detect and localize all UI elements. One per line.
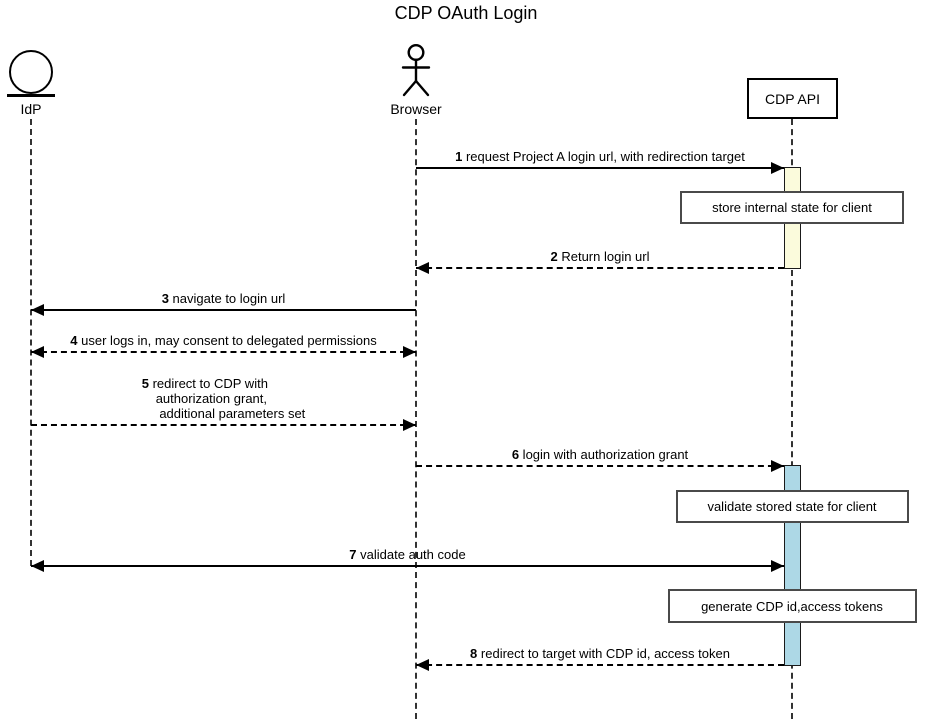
note: generate CDP id,access tokens [667, 589, 917, 623]
message-text: validate auth code [360, 547, 466, 562]
message-number: 7 [349, 547, 357, 562]
participant-label: IdP [20, 101, 42, 117]
message-line [416, 664, 784, 666]
message-line [31, 424, 416, 426]
message-line [31, 565, 784, 567]
message-line [416, 267, 784, 269]
lifeline-browser [415, 119, 417, 719]
arrowhead-right [403, 419, 416, 431]
participant-box-label: CDP API [765, 90, 820, 107]
message-label-line: authorization grant, [155, 391, 267, 406]
message-line [31, 309, 416, 311]
message-label-line: additional parameters set [155, 406, 306, 421]
message-label: 4 user logs in, may consent to delegated… [70, 333, 376, 348]
entity-icon [9, 50, 53, 94]
participant-label: Browser [390, 101, 442, 117]
arrowhead-right [771, 162, 784, 174]
arrowhead-left [31, 346, 44, 358]
diagram-title: CDP OAuth Login [394, 3, 538, 23]
message-text: login with authorization grant [522, 447, 689, 462]
participant-box: CDP API [747, 78, 838, 119]
arrowhead-right [771, 560, 784, 572]
message-number: 1 [455, 149, 463, 164]
message-label: 3 navigate to login url [162, 291, 286, 306]
message-label-line: redirect to CDP with [152, 376, 268, 391]
lifeline-cdp [791, 119, 793, 719]
message-label: 8 redirect to target with CDP id, access… [470, 646, 730, 661]
actor-icon [400, 43, 432, 98]
note: validate stored state for client [675, 490, 909, 523]
arrowhead-right [403, 346, 416, 358]
message-text: redirect to target with CDP id, access t… [480, 646, 730, 661]
message-number: 6 [511, 447, 520, 462]
message-line [416, 465, 784, 467]
message-label: 1 request Project A login url, with redi… [455, 149, 745, 164]
note-label: store internal state for client [712, 200, 872, 215]
message-number: 3 [161, 291, 169, 306]
message-label: 2 Return login url [550, 249, 649, 264]
arrowhead-left [31, 304, 44, 316]
note-label: validate stored state for client [707, 499, 877, 514]
note-label: generate CDP id,access tokens [701, 598, 883, 614]
message-number: 5 [141, 376, 149, 391]
arrowhead-left [416, 659, 429, 671]
message-text: navigate to login url [172, 291, 286, 306]
message-text: request Project A login url, with redire… [465, 149, 745, 164]
arrowhead-left [416, 262, 429, 274]
message-number: 4 [70, 333, 78, 348]
message-number: 2 [550, 249, 558, 264]
arrowhead-left [31, 560, 44, 572]
lifeline-idp [30, 119, 32, 566]
message-text: user logs in, may consent to delegated p… [81, 333, 377, 348]
note: store internal state for client [680, 191, 904, 224]
message-label: 7 validate auth code [349, 547, 465, 562]
entity-base-line [7, 94, 55, 97]
message-line [31, 351, 416, 353]
arrowhead-right [771, 460, 784, 472]
message-text: Return login url [561, 249, 650, 264]
message-line [416, 167, 784, 169]
message-label: 6 login with authorization grant [512, 447, 688, 462]
message-number: 8 [470, 646, 478, 661]
